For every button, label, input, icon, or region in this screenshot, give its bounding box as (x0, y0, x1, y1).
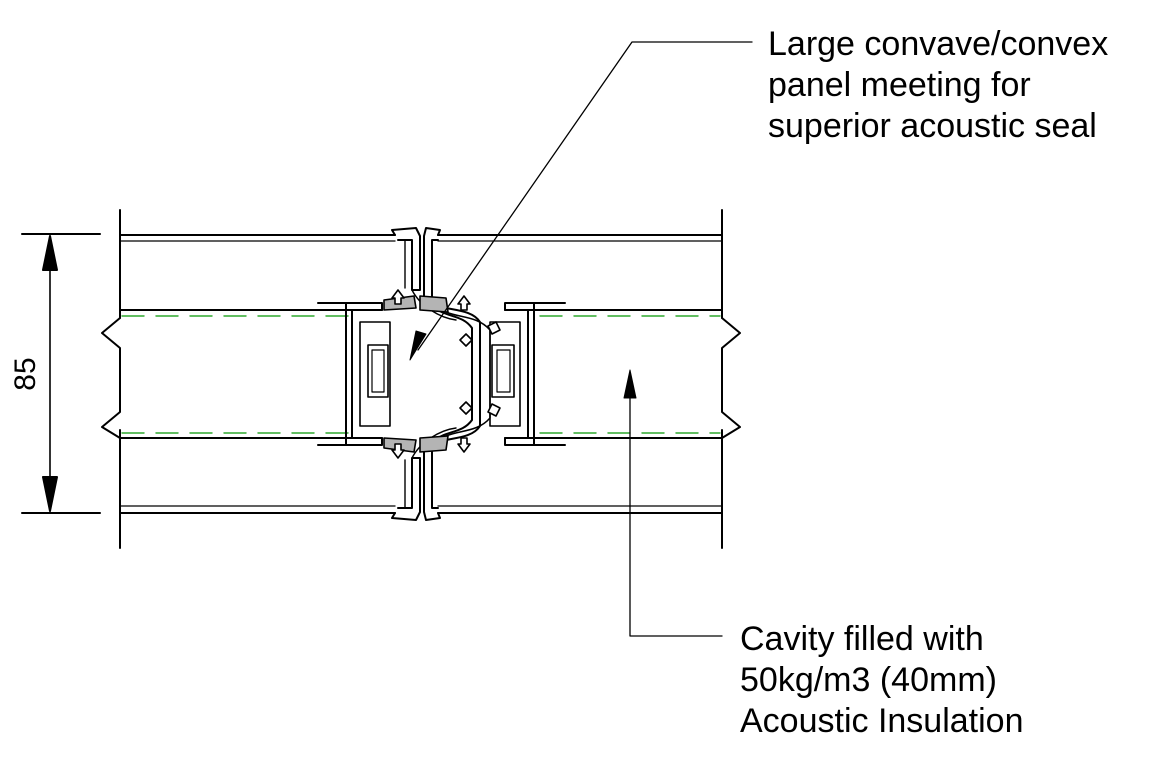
callout-line: Cavity filled with (740, 620, 984, 658)
callout-cavity-label: Cavity filled with 50kg/m3 (40mm) Acoust… (740, 619, 1024, 742)
right-panel (437, 209, 741, 549)
left-frame-profile (317, 302, 391, 446)
callout-line: Large convave/convex (768, 25, 1109, 63)
dimension-label: 85 (9, 357, 42, 391)
callout-line: Acoustic Insulation (740, 702, 1024, 740)
meeting-stile (391, 227, 491, 521)
callout-meeting-label: Large convave/convex panel meeting for s… (768, 24, 1108, 147)
seal-gaskets (383, 289, 501, 459)
right-frame-profile (489, 302, 566, 446)
leader-top (409, 41, 753, 361)
callout-line: 50kg/m3 (40mm) (740, 661, 997, 699)
dimension-85 (21, 233, 101, 514)
callout-line: superior acoustic seal (768, 107, 1097, 145)
insulation-lines (121, 315, 721, 434)
callout-line: panel meeting for (768, 66, 1031, 104)
leader-bottom (623, 369, 723, 637)
left-panel (101, 209, 396, 549)
